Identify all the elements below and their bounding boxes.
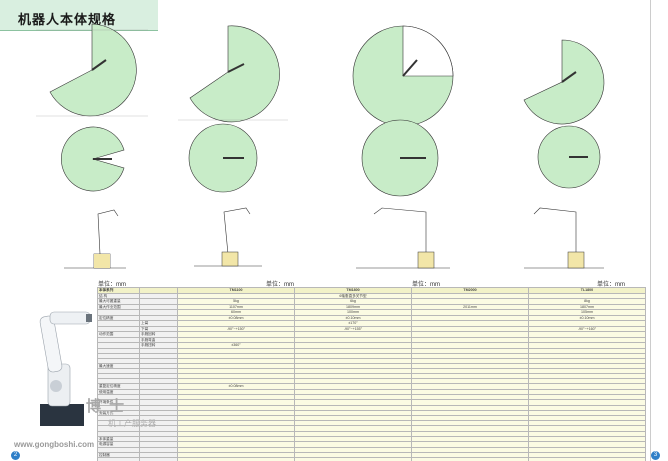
spec-cell [528,320,646,327]
page-title: 机器人本体规格 [18,12,117,27]
spec-cell [528,435,646,443]
top-envelope-3 [361,119,439,197]
spec-row: 动作范围手腕回转 [97,331,646,338]
spec-cell: 1807mm [528,303,646,310]
spec-row [97,404,646,411]
spec-row: 定位精度±0.08mm±0.10mm±0.10mm [97,314,646,321]
spec-row [97,457,646,461]
spec-cell [528,446,646,453]
outline-drawing-2 [194,207,262,267]
spec-cell [528,457,646,461]
spec-row [97,378,646,385]
outline-drawing-4 [524,207,604,269]
spec-row [97,357,646,364]
watermark-url: www.gongboshi.com [14,440,95,449]
spec-row [97,368,646,375]
unit-label-1: 单位：mm [98,282,126,288]
watermark-brand: 博 士 [86,398,127,415]
spec-cell [411,457,529,461]
spec-row: 最大速度 [97,362,646,370]
unit-label-3: 单位：mm [412,282,440,288]
page-number-right: 3 [651,451,660,460]
spec-cell [177,457,295,461]
spec-row: 手腕扭转±360° [97,342,646,349]
spec-cell [528,336,646,343]
spec-cell [528,378,646,385]
spec-row [97,373,646,380]
spec-cell [528,292,646,299]
spec-cell [528,331,646,338]
spec-cell [97,457,140,461]
side-envelope-1 [36,23,148,117]
outline-drawing-3 [356,207,450,269]
side-envelope-2 [178,25,288,123]
spec-row: 上臂±170° [97,320,646,327]
page-number-left: 2 [11,451,20,460]
spec-cell: -90°~+160° [528,325,646,332]
spec-cell: 105mm [528,309,646,316]
spec-cell [139,457,178,461]
title-band: 机器人本体规格 [0,0,158,31]
spec-row [97,446,646,453]
spec-row: 重复定位精度±0.08mm [97,383,646,390]
gutter-divider [650,0,651,461]
spec-cell [294,457,412,461]
outline-drawing-1 [64,209,126,269]
spec-header-cell: TL1800 [528,287,646,294]
spec-cell [528,357,646,364]
spec-row: 手腕弯曲 [97,336,646,343]
unit-label-4: 单位：mm [597,282,625,288]
spec-row: 下臂-90°~+150°-90°~+155°-90°~+160° [97,325,646,332]
watermark-subtitle: 机工产服务器 [108,419,156,428]
top-envelope-1 [61,126,125,192]
spec-row [97,394,646,401]
spec-cell [528,404,646,411]
top-envelope-4 [537,125,601,189]
spec-cell [528,430,646,437]
spec-cell: 8kg [528,298,646,305]
side-envelope-4 [523,39,605,125]
spec-cell [528,383,646,390]
robot-photo [39,311,92,426]
spec-cell [528,394,646,401]
top-envelope-2 [188,123,258,193]
spec-row: 本体重量 [97,435,646,443]
spec-row [97,430,646,437]
spec-cell: ±0.10mm [528,314,646,321]
spec-row: 使用温度 [97,388,646,396]
unit-label-2: 单位：mm [266,282,294,288]
side-envelope-3 [352,25,454,127]
